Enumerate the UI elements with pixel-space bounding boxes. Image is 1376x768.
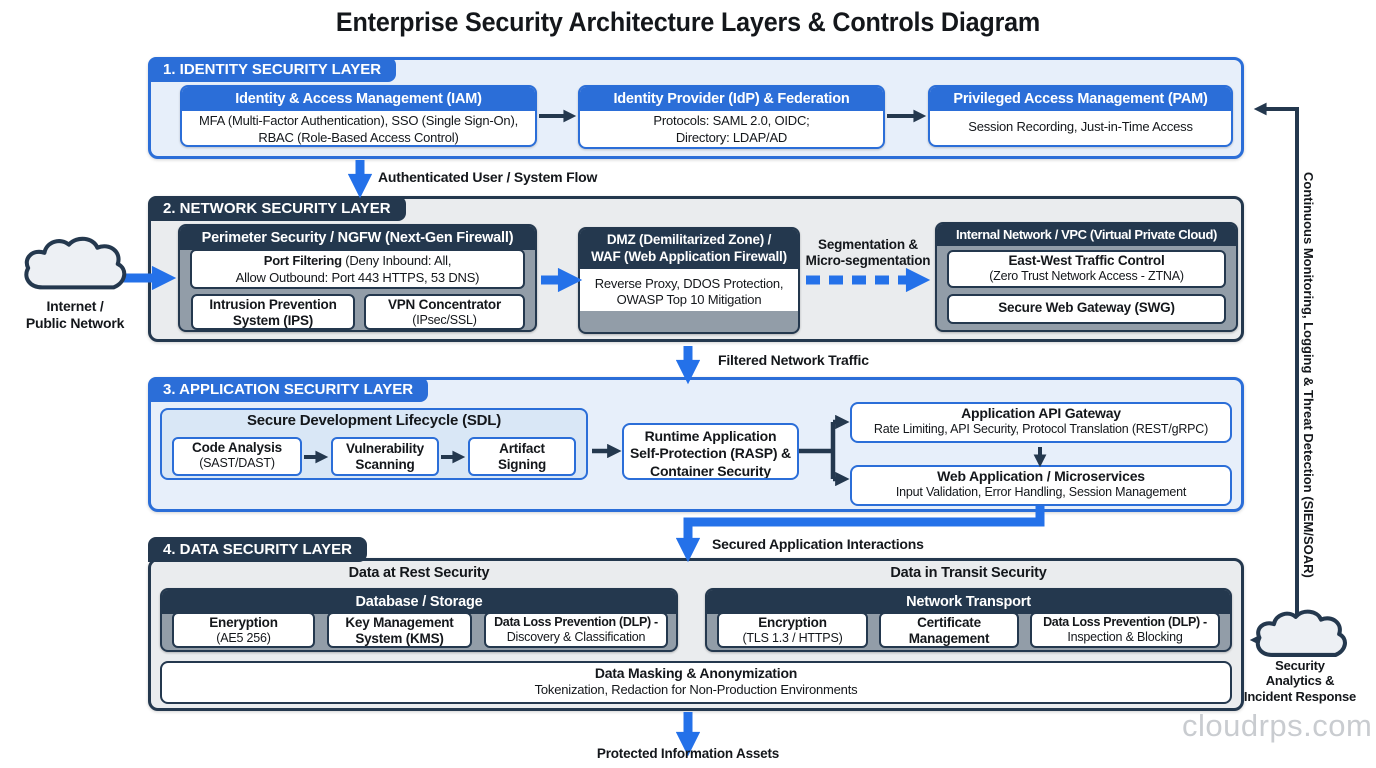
dmz-body: Reverse Proxy, DDOS Protection, OWASP To… xyxy=(580,268,798,311)
pam-body: Session Recording, Just-in-Time Access xyxy=(968,119,1193,135)
encryption-in-transit-title: Encryption xyxy=(758,615,827,630)
pam-box: Privileged Access Management (PAM) Sessi… xyxy=(928,85,1233,147)
vpn-concentrator-box: VPN Concentrator (IPsec/SSL) xyxy=(364,294,525,330)
encryption-at-rest-box: Eneryption (AE5 256) xyxy=(172,612,315,648)
application-layer-tab: 3. APPLICATION SECURITY LAYER xyxy=(148,377,429,402)
flow-label-segmentation: Segmentation & Micro-segmentation xyxy=(805,237,931,268)
encryption-at-rest-title: Eneryption xyxy=(209,615,278,630)
kms-label: Key Management System (KMS) xyxy=(345,615,454,647)
swg-label: Secure Web Gateway (SWG) xyxy=(998,300,1175,315)
port-filtering-label: Port Filtering xyxy=(263,253,342,268)
network-layer-tab: 2. NETWORK SECURITY LAYER xyxy=(148,196,406,221)
dmz-waf-box: DMZ (Demilitarized Zone) / WAF (Web Appl… xyxy=(578,227,800,334)
dlp-inspection-sub: Inspection & Blocking xyxy=(1067,630,1183,645)
encryption-in-transit-box: Encryption (TLS 1.3 / HTTPS) xyxy=(717,612,868,648)
perimeter-security-title: Perimeter Security / NGFW (Next-Gen Fire… xyxy=(180,226,535,251)
vulnerability-scanning-label: Vulnerability Scanning xyxy=(346,441,424,473)
encryption-at-rest-sub: (AE5 256) xyxy=(216,631,271,646)
watermark: cloudrps.com xyxy=(1182,708,1373,743)
east-west-title: East-West Traffic Control xyxy=(1008,253,1165,268)
monitoring-bar-label: Continuous Monitoring, Logging & Threat … xyxy=(1301,172,1316,578)
code-analysis-title: Code Analysis xyxy=(192,440,282,455)
analytics-cloud-icon xyxy=(1255,609,1347,657)
idp-box: Identity Provider (IdP) & Federation Pro… xyxy=(578,85,885,149)
sdl-title: Secure Development Lifecycle (SDL) xyxy=(246,412,502,429)
idp-title: Identity Provider (IdP) & Federation xyxy=(580,87,883,112)
internet-cloud-label: Internet / Public Network xyxy=(25,298,125,331)
flow-label-authenticated: Authenticated User / System Flow xyxy=(378,169,598,185)
port-filtering-detail: (Deny Inbound: All, Allow Outbound: Port… xyxy=(235,253,480,285)
vulnerability-scanning-box: Vulnerability Scanning xyxy=(331,437,439,476)
ips-box: Intrusion Prevention System (IPS) xyxy=(191,294,355,330)
api-gateway-sub: Rate Limiting, API Security, Protocol Tr… xyxy=(873,422,1209,437)
database-storage-title: Database / Storage xyxy=(162,590,676,615)
api-gateway-title: Application API Gateway xyxy=(961,405,1121,421)
dlp-inspection-box: Data Loss Prevention (DLP) - Inspection … xyxy=(1030,612,1220,648)
data-at-rest-title: Data at Rest Security xyxy=(348,565,490,581)
ips-label: Intrusion Prevention System (IPS) xyxy=(209,297,337,329)
east-west-box: East-West Traffic Control (Zero Trust Ne… xyxy=(947,250,1226,288)
certificate-management-label: Certificate Management xyxy=(908,615,990,647)
swg-box: Secure Web Gateway (SWG) xyxy=(947,294,1226,324)
api-gateway-box: Application API Gateway Rate Limiting, A… xyxy=(850,402,1232,443)
data-masking-sub: Tokenization, Redaction for Non-Producti… xyxy=(534,682,858,698)
port-filtering-box: Port Filtering (Deny Inbound: All, Allow… xyxy=(190,249,525,289)
analytics-cloud-label: Security Analytics & Incident Response xyxy=(1243,658,1357,704)
code-analysis-box: Code Analysis (SAST/DAST) xyxy=(172,437,302,476)
rasp-box: Runtime Application Self-Protection (RAS… xyxy=(622,423,799,480)
iam-title: Identity & Access Management (IAM) xyxy=(182,87,535,112)
vpn-title: VPN Concentrator xyxy=(387,297,502,312)
dlp-discovery-box: Data Loss Prevention (DLP) - Discovery &… xyxy=(484,612,668,648)
internet-cloud-icon xyxy=(24,236,127,290)
east-west-sub: (Zero Trust Network Access - ZTNA) xyxy=(989,269,1184,284)
artifact-signing-label: Artifact Signing xyxy=(497,441,547,473)
iam-box: Identity & Access Management (IAM) MFA (… xyxy=(180,85,537,147)
pam-title: Privileged Access Management (PAM) xyxy=(930,87,1231,112)
certificate-management-box: Certificate Management xyxy=(879,612,1019,648)
webapp-sub: Input Validation, Error Handling, Sessio… xyxy=(895,485,1187,500)
data-masking-box: Data Masking & Anonymization Tokenizatio… xyxy=(160,661,1232,704)
dlp-discovery-sub: Discovery & Classification xyxy=(506,630,646,645)
dlp-inspection-title: Data Loss Prevention (DLP) - xyxy=(1043,615,1207,629)
code-analysis-sub: (SAST/DAST) xyxy=(199,456,275,471)
network-transport-title: Network Transport xyxy=(707,590,1230,615)
dmz-title: DMZ (Demilitarized Zone) / WAF (Web Appl… xyxy=(580,229,798,269)
data-masking-title: Data Masking & Anonymization xyxy=(594,665,798,681)
dlp-discovery-title: Data Loss Prevention (DLP) - xyxy=(494,615,658,629)
vpn-sub: (IPsec/SSL) xyxy=(412,313,477,328)
artifact-signing-box: Artifact Signing xyxy=(468,437,576,476)
webapp-box: Web Application / Microservices Input Va… xyxy=(850,465,1232,506)
internal-network-title: Internal Network / VPC (Virtual Private … xyxy=(937,224,1236,247)
identity-layer-tab: 1. IDENTITY SECURITY LAYER xyxy=(148,57,397,82)
kms-box: Key Management System (KMS) xyxy=(327,612,472,648)
webapp-title: Web Application / Microservices xyxy=(937,468,1145,484)
flow-label-filtered: Filtered Network Traffic xyxy=(718,352,869,368)
flow-label-protected: Protected Information Assets xyxy=(596,746,780,761)
flow-label-secured: Secured Application Interactions xyxy=(712,536,924,552)
diagram-title: Enterprise Security Architecture Layers … xyxy=(335,7,1041,37)
iam-body: MFA (Multi-Factor Authentication), SSO (… xyxy=(199,113,518,145)
data-in-transit-title: Data in Transit Security xyxy=(890,565,1047,581)
data-layer-tab: 4. DATA SECURITY LAYER xyxy=(148,537,367,562)
feedback-line-siem-to-identity xyxy=(1253,102,1299,630)
encryption-in-transit-sub: (TLS 1.3 / HTTPS) xyxy=(742,631,843,646)
idp-body: Protocols: SAML 2.0, OIDC; Directory: LD… xyxy=(653,113,810,145)
